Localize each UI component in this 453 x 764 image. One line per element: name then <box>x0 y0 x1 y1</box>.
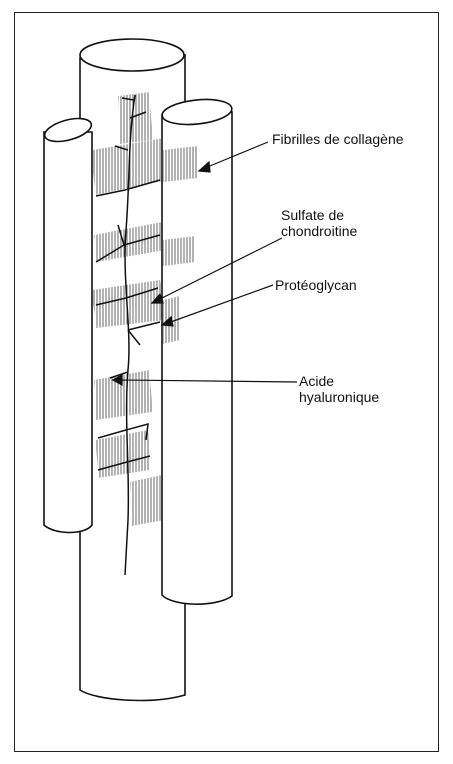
label-sulfate: Sulfate de chondroitine <box>281 207 357 239</box>
label-acide-line1: Acide <box>299 373 379 389</box>
label-fibrilles: Fibrilles de collagène <box>272 131 404 147</box>
label-proteoglycan: Protéoglycan <box>275 277 357 293</box>
left-fibril <box>42 114 94 532</box>
label-acide-line2: hyaluronique <box>299 389 379 405</box>
label-acide: Acide hyaluronique <box>299 373 379 405</box>
label-sulfate-line2: chondroitine <box>281 223 357 239</box>
label-sulfate-line1: Sulfate de <box>281 207 357 223</box>
